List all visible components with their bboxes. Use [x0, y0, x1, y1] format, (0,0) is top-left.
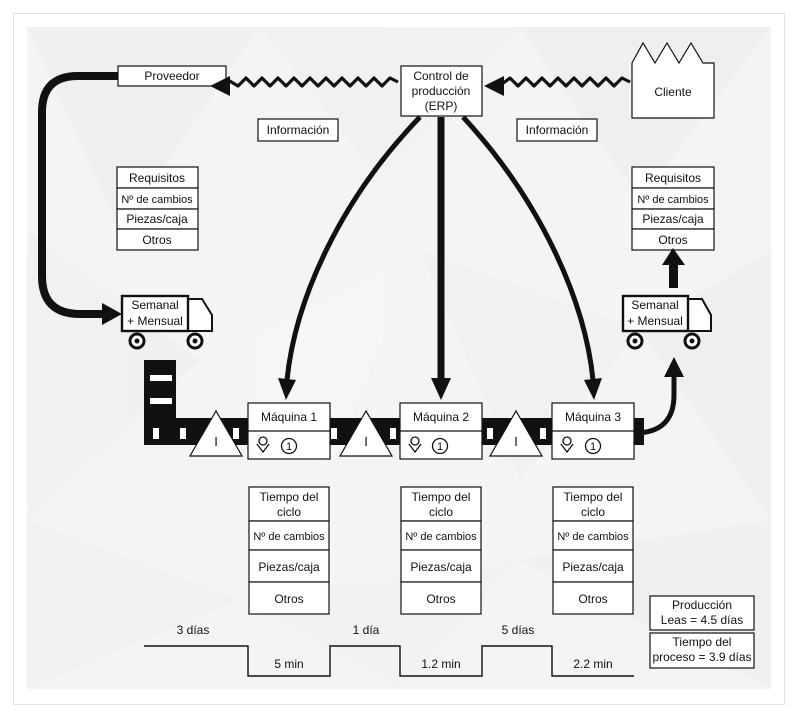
outbound-truck: [621, 294, 712, 350]
supplier-data-changeovers: Nº de cambios: [121, 194, 193, 206]
info-flow-to-supplier: [227, 76, 399, 88]
info-label-left: Información: [267, 123, 330, 137]
timeline-process-1: 5 min: [274, 657, 303, 671]
production-control-box: [400, 65, 483, 117]
supplier-shipment-arrow: [38, 72, 118, 318]
process-time-summary-line-2: proceso = 3.9 días: [652, 650, 751, 664]
timeline-wait-2: 1 día: [353, 623, 380, 637]
machine-3-data-box: [552, 486, 634, 615]
inbound-truck: [120, 294, 213, 350]
machine-2-cycle-line-2: ciclo: [429, 505, 453, 519]
machine-2-pieces: Piezas/caja: [410, 560, 472, 574]
supplier-label: Proveedor: [144, 69, 199, 83]
supplier-data-pieces: Piezas/caja: [126, 212, 188, 226]
schedule-arrowhead-machine-1: [278, 378, 296, 400]
supplier-data-box: [116, 166, 199, 251]
process-time-summary-line-1: Tiempo del: [673, 635, 732, 649]
inbound-truck-line-2: + Mensual: [127, 314, 183, 328]
inventory-symbol-3: I: [514, 434, 518, 449]
info-arrowhead-left: [210, 76, 230, 96]
machine-3-cycle-line-2: ciclo: [581, 505, 605, 519]
inventory-triangle-2: [338, 409, 394, 457]
operator-count: 1: [437, 441, 443, 453]
inventory-triangle-3: [488, 409, 544, 457]
customer-data-other: Otros: [658, 233, 687, 247]
lead-time-summary-line-2: Leas = 4.5 días: [661, 613, 743, 627]
timeline-wait-3: 5 días: [502, 623, 535, 637]
operator-icon: [408, 436, 422, 454]
machine-1-name: Máquina 1: [261, 410, 317, 424]
supplier-data-other: Otros: [142, 233, 171, 247]
outbound-truck-line-1: Semanal: [631, 298, 678, 312]
info-label-right: Información: [526, 123, 589, 137]
info-flow-to-control: [501, 76, 631, 88]
lead-time-ladder: [144, 645, 634, 677]
machine-3-pieces: Piezas/caja: [562, 560, 624, 574]
control-line-3: (ERP): [425, 99, 458, 113]
lead-time-summary-box: [649, 595, 755, 631]
customer-data-pieces: Piezas/caja: [642, 212, 704, 226]
info-arrowhead-right: [484, 76, 504, 96]
machine-2-data-box: [400, 486, 482, 615]
customer-factory: [631, 41, 715, 119]
customer-data-requirements: Requisitos: [645, 171, 701, 185]
schedule-arrowhead-machine-3: [584, 378, 602, 400]
finished-goods-arrowhead: [664, 357, 684, 377]
schedule-arrow-machine-3: [461, 115, 596, 381]
machine-3-name: Máquina 3: [565, 410, 621, 424]
schedule-arrowhead-machine-2: [431, 378, 451, 400]
inventory-triangle-1: [188, 409, 244, 457]
operator-count-circle: [431, 437, 449, 455]
operator-icon: [560, 436, 574, 454]
operator-count: 1: [286, 441, 292, 453]
info-label-box-left: [257, 118, 339, 142]
machine-3-other: Otros: [578, 592, 607, 606]
timeline-wait-1: 3 días: [177, 623, 210, 637]
machine-1-cycle-line-2: ciclo: [277, 505, 301, 519]
inbound-truck-line-1: Semanal: [131, 298, 178, 312]
customer-data-box: [631, 166, 715, 251]
delivery-up-arrowhead: [662, 248, 685, 265]
customer-label: Cliente: [654, 85, 692, 99]
machine-1-pieces: Piezas/caja: [258, 560, 320, 574]
operator-count-circle: [584, 437, 602, 455]
supplier-data-requirements: Requisitos: [129, 171, 185, 185]
operator-count-circle: [280, 437, 298, 455]
machine-1-changeovers: Nº de cambios: [253, 531, 325, 543]
control-line-1: Control de: [413, 69, 469, 83]
outbound-truck-line-2: + Mensual: [627, 314, 683, 328]
machine-1-other: Otros: [274, 592, 303, 606]
machine-2-other: Otros: [426, 592, 455, 606]
delivery-up-arrow-shaft: [669, 262, 678, 288]
machine-1-cycle-line-1: Tiempo del: [260, 490, 319, 504]
customer-data-changeovers: Nº de cambios: [637, 194, 709, 206]
operator-count: 1: [590, 441, 596, 453]
process-time-summary-box: [649, 632, 755, 669]
timeline-process-3: 2.2 min: [573, 657, 612, 671]
supplier-shipment-arrowhead: [102, 303, 122, 325]
machine-2-name: Máquina 2: [413, 410, 469, 424]
lead-time-summary-line-1: Producción: [672, 598, 732, 612]
operator-icon: [256, 436, 270, 454]
machine-3-cycle-line-1: Tiempo del: [564, 490, 623, 504]
machine-2-changeovers: Nº de cambios: [405, 531, 477, 543]
machine-3-changeovers: Nº de cambios: [557, 531, 629, 543]
control-line-2: producción: [412, 84, 471, 98]
machine-2-cycle-line-1: Tiempo del: [412, 490, 471, 504]
schedule-arrow-machine-1: [284, 115, 422, 381]
machine-1-data-box: [248, 486, 330, 615]
inventory-symbol-1: I: [214, 434, 218, 449]
info-label-box-right: [516, 118, 598, 142]
timeline-process-2: 1.2 min: [421, 657, 460, 671]
inventory-symbol-2: I: [364, 434, 368, 449]
